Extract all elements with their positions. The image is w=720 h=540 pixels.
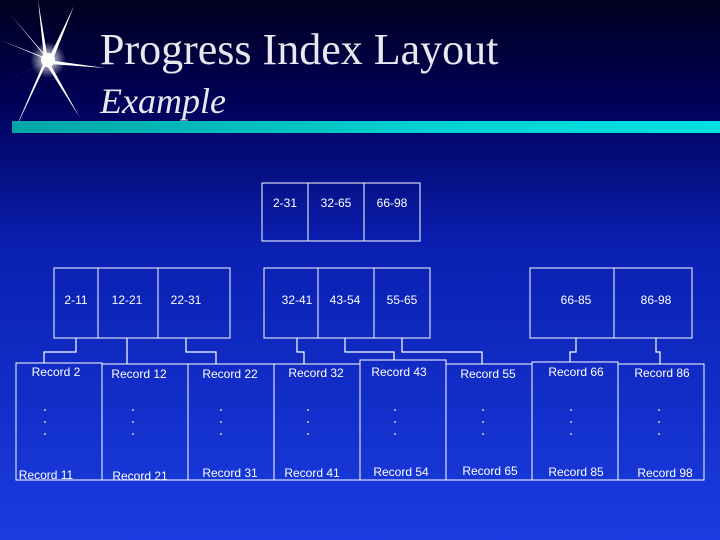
ellipsis xyxy=(658,409,660,435)
level1-key-range: 32-41 xyxy=(282,293,313,307)
ellipsis xyxy=(307,409,309,435)
level1-key-range: 66-85 xyxy=(561,293,592,307)
record-label-first: Record 32 xyxy=(288,366,344,380)
ellipsis xyxy=(220,409,222,435)
ellipsis xyxy=(570,409,572,435)
record-label-last: Record 31 xyxy=(202,466,258,480)
record-block: Record 66 Record 85 xyxy=(531,361,619,481)
root-key-range: 66-98 xyxy=(377,196,408,210)
record-label-first: Record 86 xyxy=(634,366,690,380)
record-label-first: Record 66 xyxy=(548,365,604,379)
level1-key-range: 43-54 xyxy=(330,293,361,307)
record-block: Record 2 Record 11 xyxy=(15,362,103,482)
record-block: Record 32 Record 41 xyxy=(273,363,361,481)
record-label-first: Record 12 xyxy=(111,367,167,381)
level1-key-range: 12-21 xyxy=(112,293,143,307)
record-block: Record 12 Record 21 xyxy=(101,363,189,483)
level1-key-range: 22-31 xyxy=(171,293,202,307)
ellipsis xyxy=(394,409,396,435)
record-label-first: Record 43 xyxy=(371,365,427,379)
starburst-logo-icon xyxy=(0,0,105,132)
record-block: Record 22 Record 31 xyxy=(187,363,275,481)
record-label-last: Record 98 xyxy=(637,466,693,480)
level1-index-node: 66-85 86-98 xyxy=(529,267,693,339)
page-subtitle: Example xyxy=(100,81,226,121)
tree-connectors xyxy=(43,338,661,364)
record-label-last: Record 85 xyxy=(548,465,604,479)
root-key-range: 2-31 xyxy=(273,196,297,210)
root-index-node: 2-31 32-65 66-98 xyxy=(261,182,421,242)
level1-key-range: 86-98 xyxy=(641,293,672,307)
record-block: Record 43 Record 54 xyxy=(359,359,447,481)
record-label-last: Record 11 xyxy=(19,468,74,482)
level1-index-node: 32-41 43-54 55-65 xyxy=(263,267,431,339)
page-title: Progress Index Layout xyxy=(100,25,499,74)
ellipsis xyxy=(132,409,134,435)
title-underline-bar xyxy=(12,121,720,133)
ellipsis xyxy=(482,409,484,435)
record-label-last: Record 65 xyxy=(462,464,518,478)
record-label-last: Record 54 xyxy=(373,465,429,479)
record-block: Record 55 Record 65 xyxy=(445,363,533,481)
level1-index-node: 2-11 12-21 22-31 xyxy=(53,267,231,339)
level1-key-range: 55-65 xyxy=(387,293,418,307)
root-key-range: 32-65 xyxy=(321,196,352,210)
level1-key-range: 2-11 xyxy=(64,293,87,307)
record-label-last: Record 41 xyxy=(284,466,340,480)
record-label-first: Record 22 xyxy=(202,367,258,381)
record-label-first: Record 2 xyxy=(32,365,81,379)
record-label-first: Record 55 xyxy=(460,367,516,381)
record-label-last: Record 21 xyxy=(112,469,168,483)
ellipsis xyxy=(44,409,46,435)
record-block: Record 86 Record 98 xyxy=(617,363,705,481)
